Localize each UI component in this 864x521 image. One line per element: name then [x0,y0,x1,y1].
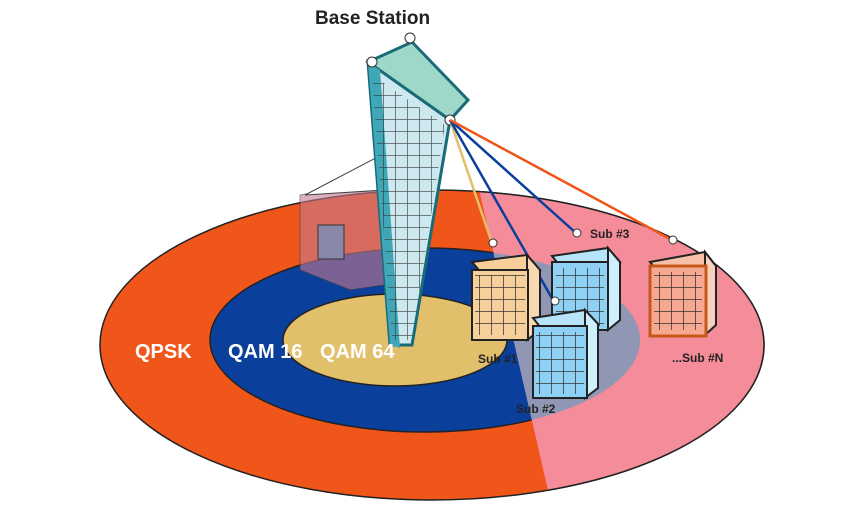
sub-1-label: Sub #1 [478,352,518,366]
sub-2-label: Sub #2 [516,402,556,416]
antenna-icon [366,56,378,68]
base-station-label: Base Station [315,8,430,29]
antenna-icon [404,32,416,44]
subscriber-sub-1 [470,238,542,343]
sub-3-label: Sub #3 [590,227,630,241]
base-station-tower [365,32,471,348]
sub-n-label: ...Sub #N [672,351,723,365]
qam64-label: QAM 64 [320,341,395,363]
qpsk-label: QPSK [135,341,192,363]
subscriber-sub-n [648,235,718,338]
qam16-label: QAM 16 [228,341,302,363]
subscriber-sub-2 [531,296,600,401]
